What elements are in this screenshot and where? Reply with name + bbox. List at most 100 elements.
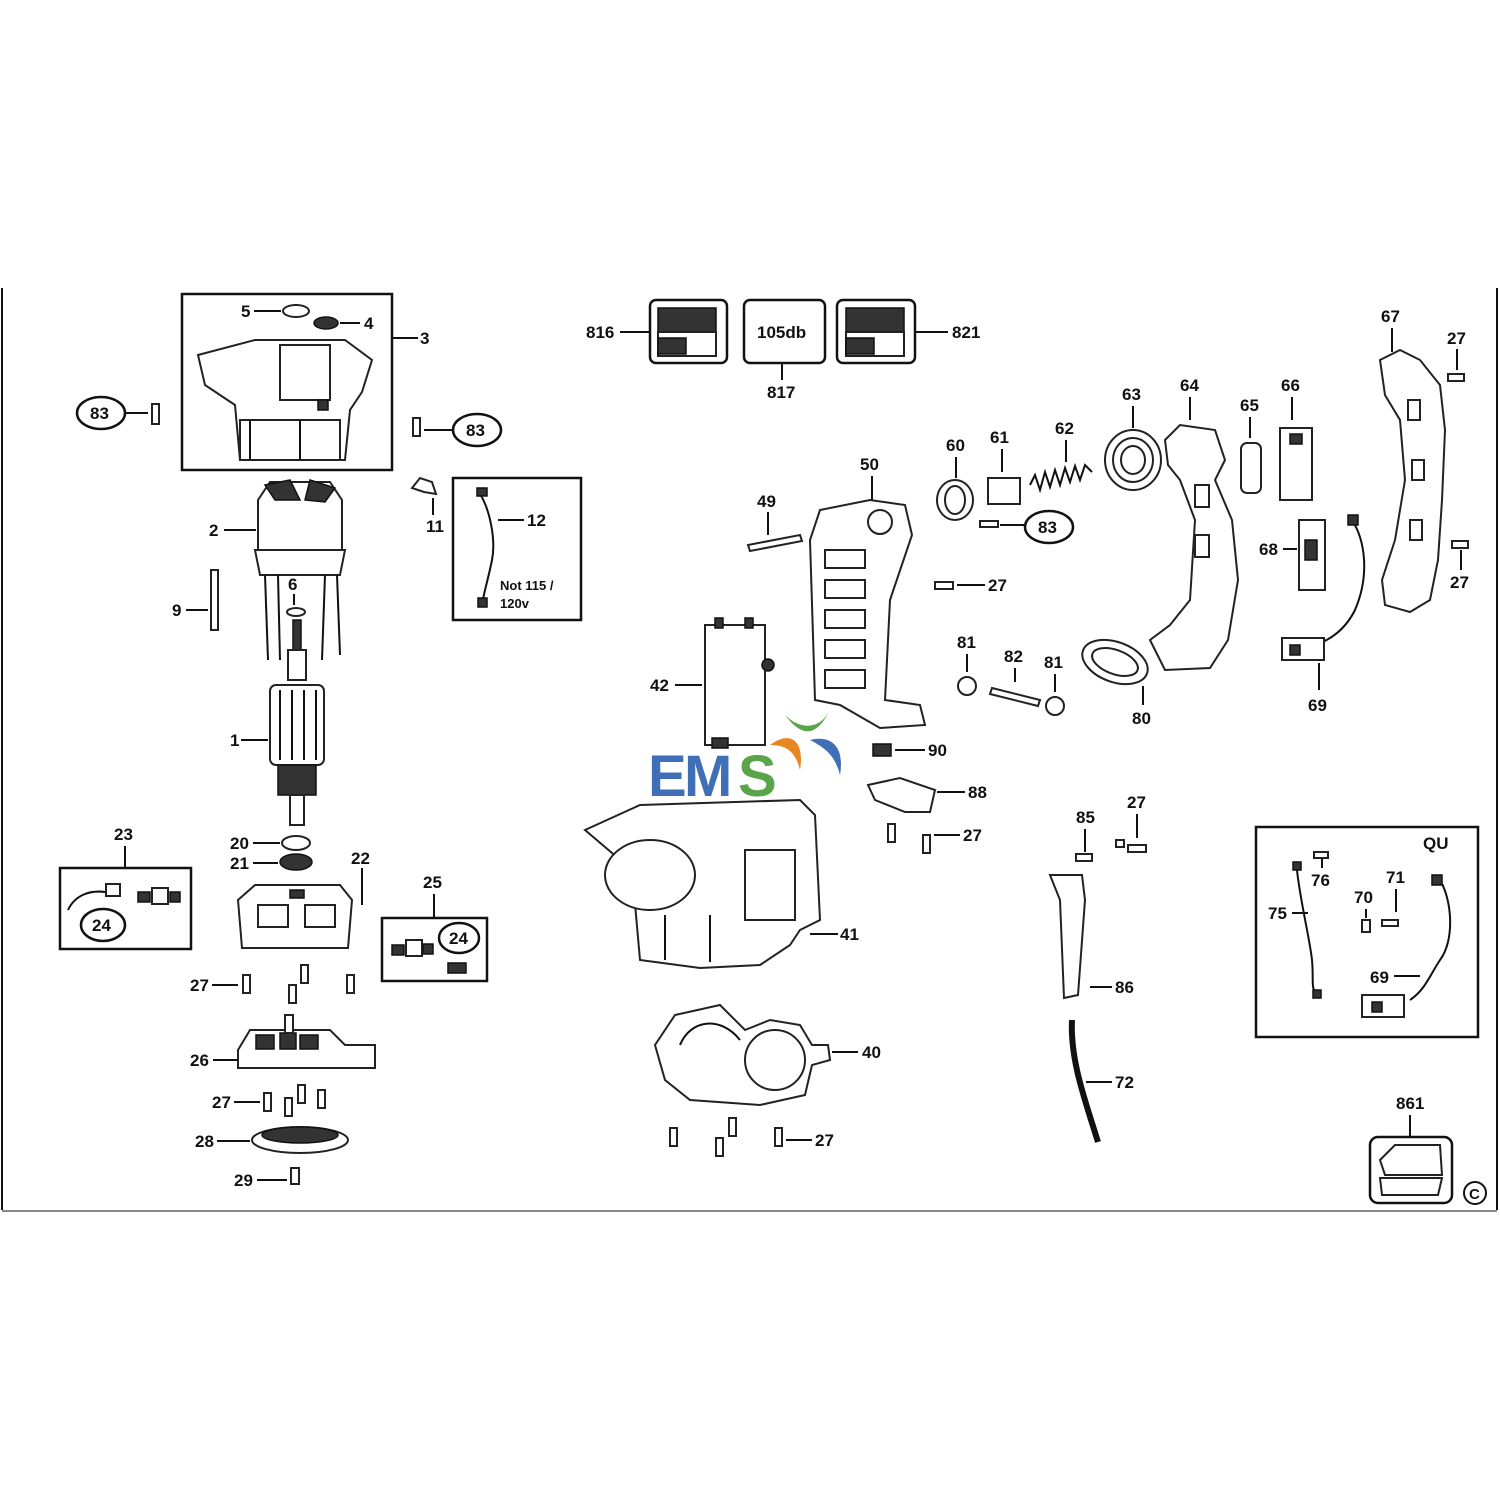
- callout-83-right: [451, 412, 503, 448]
- label-861: 861: [1396, 1094, 1424, 1113]
- bracket-part-88: [866, 776, 937, 813]
- watermark-leaf-orange: [770, 738, 801, 770]
- label-24-left: 24: [92, 916, 111, 935]
- carry-case-part-861: [1378, 1144, 1444, 1196]
- spring-part-60: [936, 479, 974, 521]
- label-1: 1: [230, 731, 239, 750]
- spring-part-62: [1029, 462, 1093, 494]
- block-part-61: [987, 477, 1021, 505]
- cord-part-69-qu: [1361, 874, 1452, 1018]
- label-69-qu: 69: [1370, 968, 1389, 987]
- cable-part-75: [1296, 869, 1319, 996]
- label-63: 63: [1122, 385, 1141, 404]
- label-2: 2: [209, 521, 218, 540]
- brush-kit-box-25: [380, 916, 489, 983]
- ems-watermark-logo: E M S: [648, 710, 841, 809]
- pin-part-82: [988, 686, 1042, 708]
- watermark-letter-s: S: [738, 744, 777, 809]
- qu-label: QU: [1423, 834, 1449, 853]
- label-69-main: 69: [1308, 696, 1327, 715]
- screw-part-70: [1361, 919, 1371, 933]
- screw-27-g: [1451, 540, 1469, 549]
- label-22: 22: [351, 849, 370, 868]
- screw-part-71: [1381, 919, 1399, 927]
- wire-box-12: [451, 476, 583, 622]
- label-12: 12: [527, 511, 546, 530]
- label-24-right: 24: [449, 929, 468, 948]
- housing-box-3: [180, 292, 394, 472]
- rear-handle-part-67: [1378, 348, 1447, 614]
- label-81-left: 81: [957, 633, 976, 652]
- qu-variant-box: [1254, 825, 1480, 1039]
- label-23: 23: [114, 825, 133, 844]
- bearing-part-5: [282, 304, 310, 318]
- clip-part-76: [1313, 851, 1329, 859]
- brush-holder-part-26: [237, 1014, 376, 1069]
- rod-part-9: [210, 569, 219, 631]
- washer-part-6: [286, 607, 306, 617]
- trigger-part-68: [1298, 519, 1326, 591]
- note-120v: 120v: [500, 596, 530, 611]
- label-70: 70: [1354, 888, 1373, 907]
- switch-module-part-42: [704, 617, 775, 749]
- callout-24-left: [79, 907, 127, 943]
- watermark-leaf-green: [785, 710, 830, 732]
- label-76: 76: [1311, 871, 1330, 890]
- screw-27-h: [1127, 844, 1147, 853]
- screw-27-f: [1447, 373, 1465, 382]
- label-82: 82: [1004, 647, 1023, 666]
- label-42: 42: [650, 676, 669, 695]
- clip-part-11: [410, 476, 438, 496]
- label-26: 26: [190, 1051, 209, 1070]
- copyright-mark: [1463, 1181, 1487, 1205]
- label-66: 66: [1281, 376, 1300, 395]
- label-61: 61: [990, 428, 1009, 447]
- screws-27-set-d: [669, 1117, 783, 1157]
- lower-housing-part-40: [653, 1003, 832, 1107]
- label-816: 816: [586, 323, 614, 342]
- callout-24-right: [437, 921, 481, 955]
- label-83-center: 83: [1038, 518, 1057, 537]
- screw-part-85: [1075, 853, 1093, 862]
- cord-part-69: [1281, 514, 1366, 661]
- label-27-c: 27: [963, 826, 982, 845]
- noise-label-817: [742, 298, 827, 365]
- label-64: 64: [1180, 376, 1199, 395]
- bearing-part-4: [313, 316, 339, 330]
- screws-27-set-a: [242, 964, 355, 1004]
- label-27-f: 27: [1447, 329, 1466, 348]
- label-6: 6: [288, 575, 297, 594]
- label-75: 75: [1268, 904, 1287, 923]
- label-3: 3: [420, 329, 429, 348]
- label-65: 65: [1240, 396, 1259, 415]
- watermark-letter-e: E: [648, 744, 687, 809]
- label-72: 72: [1115, 1073, 1134, 1092]
- brush-housing-part-22: [236, 884, 354, 949]
- svg-text:C: C: [1469, 1186, 1480, 1203]
- label-88: 88: [968, 783, 987, 802]
- screw-part-49: [746, 533, 804, 553]
- callout-83-center: [1023, 509, 1075, 545]
- label-40: 40: [862, 1043, 881, 1062]
- note-not-115: Not 115 /: [500, 578, 554, 593]
- label-28: 28: [195, 1132, 214, 1151]
- label-27-g: 27: [1450, 573, 1469, 592]
- armature-part-1: [269, 619, 325, 826]
- handle-grip-part-64: [1148, 423, 1240, 672]
- screw-83-right: [412, 417, 421, 437]
- label-27-d: 27: [815, 1131, 834, 1150]
- coil-part-63: [1104, 429, 1162, 491]
- label-90: 90: [928, 741, 947, 760]
- label-5: 5: [241, 302, 250, 321]
- carry-case-box-861: [1368, 1135, 1454, 1205]
- label-11: 11: [426, 517, 444, 536]
- label-821: 821: [952, 323, 980, 342]
- brush-parts-25: [391, 939, 467, 974]
- bearing-part-21: [279, 853, 313, 871]
- label-83-left: 83: [90, 404, 109, 423]
- screw-27-c1: [887, 823, 896, 843]
- brush-kit-box-23: [58, 866, 193, 951]
- label-817: 817: [767, 383, 795, 402]
- label-80: 80: [1132, 709, 1151, 728]
